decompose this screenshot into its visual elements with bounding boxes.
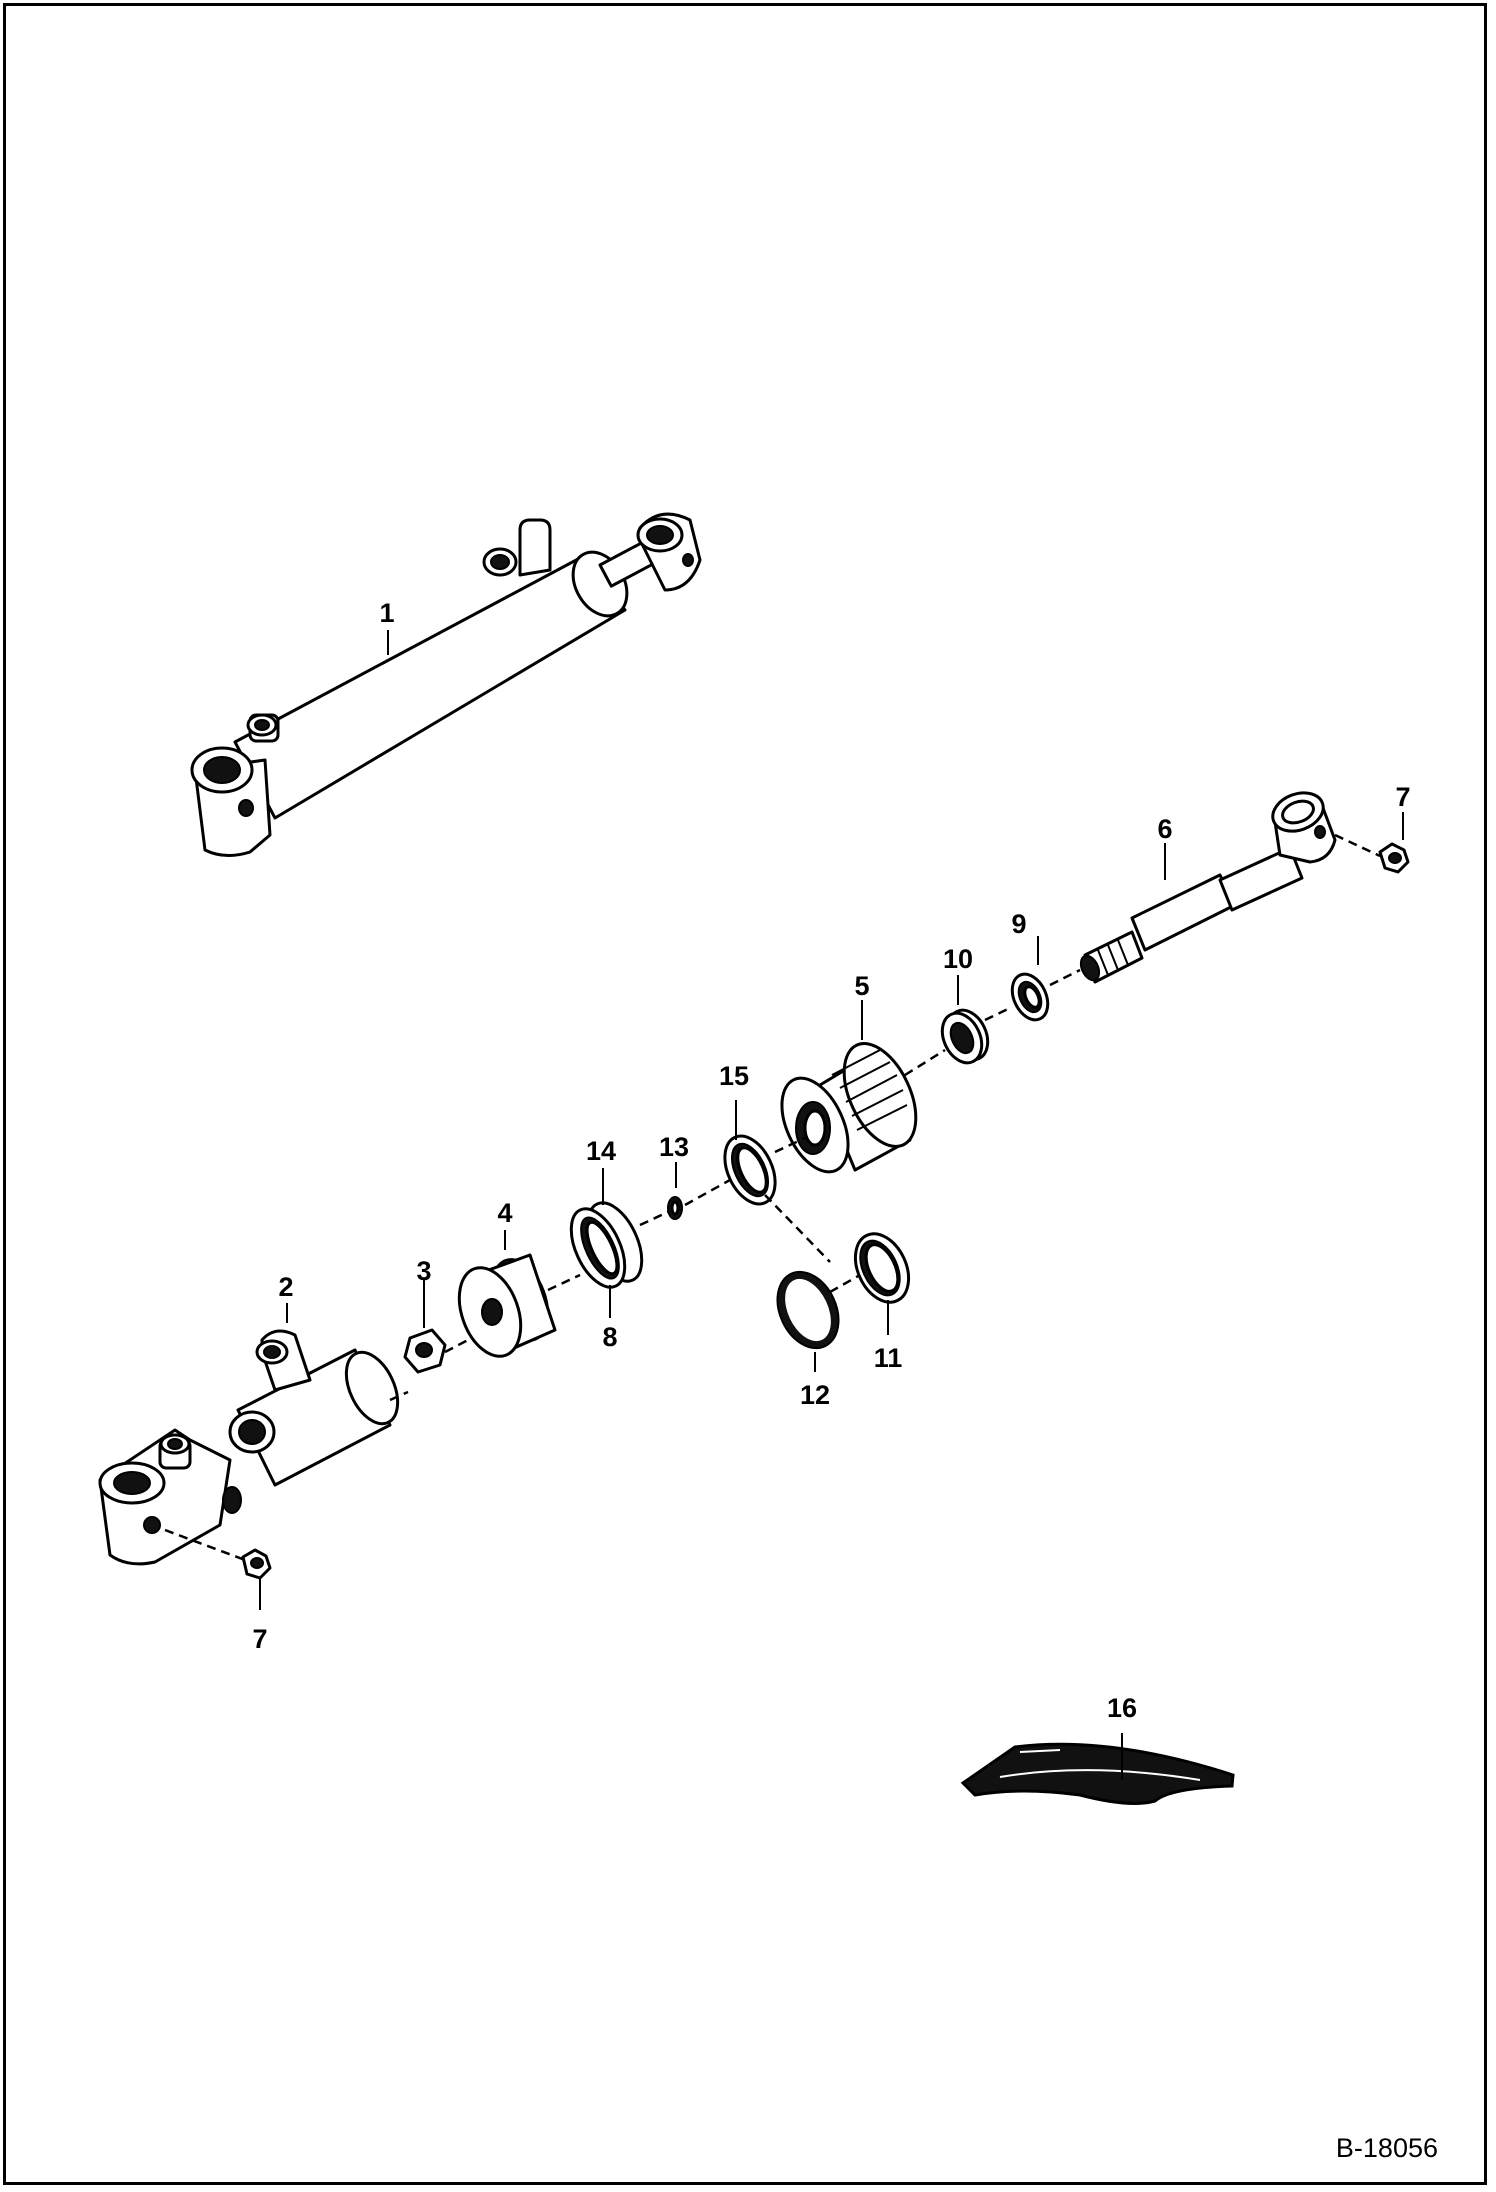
callout-16: 16 bbox=[1107, 1693, 1137, 1723]
rod-gland bbox=[780, 1042, 918, 1174]
backup-washer bbox=[853, 1232, 911, 1304]
drawing-sheet bbox=[3, 3, 1487, 2185]
o-ring bbox=[776, 1270, 840, 1350]
callout-3: 3 bbox=[416, 1256, 431, 1286]
grease-fitting-lower bbox=[241, 1548, 272, 1580]
callout-8: 8 bbox=[602, 1322, 617, 1352]
piston-seal bbox=[569, 1201, 644, 1289]
assembly-centerlines bbox=[164, 833, 1381, 1562]
document-id: B-18056 bbox=[1336, 2133, 1438, 2163]
callout-9: 9 bbox=[1011, 909, 1026, 939]
grease-fitting-upper bbox=[1378, 842, 1410, 874]
piston-nut bbox=[403, 1328, 447, 1374]
backup-ring bbox=[723, 1134, 777, 1206]
callout-10: 10 bbox=[943, 944, 973, 974]
assembled-cylinder bbox=[190, 512, 702, 857]
seal-kit-bag bbox=[960, 1742, 1235, 1805]
callout-14: 14 bbox=[586, 1136, 616, 1166]
callout-labels: 1 2 3 4 5 6 7 7 8 9 10 11 12 13 14 15 16 bbox=[252, 598, 1410, 1723]
callout-5: 5 bbox=[854, 971, 869, 1001]
callout-13: 13 bbox=[659, 1132, 689, 1162]
callout-7-lower: 7 bbox=[252, 1624, 267, 1654]
wiper-seal bbox=[940, 1008, 990, 1065]
piston bbox=[457, 1253, 557, 1358]
callout-11: 11 bbox=[874, 1343, 903, 1373]
piston-rod bbox=[1079, 791, 1337, 984]
callout-15: 15 bbox=[719, 1061, 749, 1091]
rod-seal bbox=[1010, 972, 1050, 1022]
callout-12: 12 bbox=[800, 1380, 830, 1410]
callout-7-upper: 7 bbox=[1395, 782, 1410, 812]
callout-1: 1 bbox=[379, 598, 394, 628]
callout-2: 2 bbox=[278, 1272, 293, 1302]
cylinder-barrel bbox=[98, 1329, 400, 1566]
callout-4: 4 bbox=[497, 1198, 512, 1228]
leader-lines bbox=[259, 630, 1404, 1780]
callout-6: 6 bbox=[1157, 814, 1172, 844]
